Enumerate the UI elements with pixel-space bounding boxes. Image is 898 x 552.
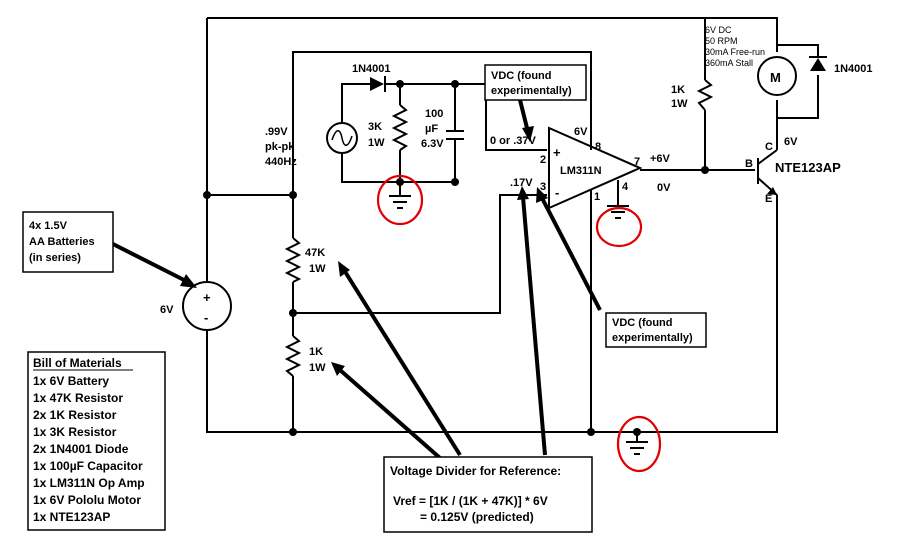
- vdc-note-bottom-line-1: VDC (found: [612, 317, 672, 329]
- vdc-note-top-line-1: VDC (found: [491, 70, 551, 82]
- annotation-arrows: [104, 99, 602, 460]
- voltage-divider-note: Voltage Divider for Reference: Vref = [1…: [383, 456, 593, 533]
- opamp-symbol: [548, 126, 643, 210]
- divider-note-equation: Vref = [1K / (1K + 47K)] * 6V: [393, 494, 548, 508]
- diode-motor-label: 1N4001: [834, 63, 873, 75]
- opamp-plus-sign: +: [553, 145, 561, 160]
- opamp-pin-7: 7: [634, 156, 640, 168]
- vdc-note-top: VDC (found experimentally): [484, 64, 587, 101]
- capacitor-value: 100: [425, 108, 443, 120]
- opamp-pin-3: 3: [540, 181, 546, 193]
- source-label-3: 440Hz: [265, 156, 297, 168]
- diode-motor-symbol: [809, 56, 827, 71]
- resistor-1k-bottom-value: 1K: [309, 346, 323, 358]
- opamp-name: LM311N: [560, 165, 602, 177]
- resistor-47k-symbol: [284, 237, 302, 283]
- resistor-1k-top-value: 1K: [671, 84, 685, 96]
- bom-item: 1x 47K Resistor: [33, 391, 123, 405]
- ac-source-symbol: [326, 122, 358, 154]
- battery-plus-sign: +: [203, 290, 211, 305]
- resistor-47k-wattage: 1W: [309, 263, 326, 275]
- bill-of-materials: Bill of Materials 1x 6V Battery 1x 47K Re…: [27, 351, 166, 531]
- motor-spec-4: 360mA Stall: [705, 58, 753, 68]
- motor-symbol: M: [757, 56, 797, 96]
- transistor-emitter-label: E: [765, 193, 772, 205]
- opamp-pin-4: 4: [622, 181, 629, 193]
- battery-symbol: + -: [182, 281, 232, 331]
- source-label-1: .99V: [265, 126, 288, 138]
- ground-symbol-right: [626, 441, 648, 455]
- resistor-3k-wattage: 1W: [368, 137, 385, 149]
- opamp-supply-label: 6V: [574, 126, 588, 138]
- transistor-symbol: [757, 149, 778, 196]
- opamp-pin-8: 8: [595, 141, 601, 153]
- ground-symbol-opamp: [607, 205, 629, 219]
- battery-note-line-1: 4x 1.5V: [29, 220, 68, 232]
- output-low-label: 0V: [657, 182, 671, 194]
- vin-plus-label: 0 or .37V: [490, 135, 537, 147]
- bom-item: 1x 3K Resistor: [33, 425, 117, 439]
- capacitor-voltage: 6.3V: [421, 138, 444, 150]
- opamp-pin-2: 2: [540, 154, 546, 166]
- ground-highlight-opamp: [595, 206, 643, 248]
- battery-minus-sign: -: [204, 310, 208, 325]
- resistor-1k-top-symbol: [696, 79, 714, 111]
- resistor-1k-top-wattage: 1W: [671, 98, 688, 110]
- output-high-label: +6V: [650, 153, 671, 165]
- motor-spec-2: 50 RPM: [705, 36, 738, 46]
- ground-symbol-left: [389, 195, 411, 209]
- vdc-note-bottom: VDC (found experimentally): [605, 312, 707, 348]
- transistor-base-label: B: [745, 158, 753, 170]
- battery-note: 4x 1.5V AA Batteries (in series): [22, 211, 114, 273]
- battery-voltage-label: 6V: [160, 304, 174, 316]
- ground-highlight-circles: [376, 174, 662, 473]
- resistor-3k-symbol: [391, 104, 409, 151]
- resistor-47k-value: 47K: [305, 247, 325, 259]
- transistor-voltage-label: 6V: [784, 136, 798, 148]
- capacitor-symbol: [446, 130, 464, 140]
- vdc-note-bottom-line-2: experimentally): [612, 332, 693, 344]
- source-label-2: pk-pk: [265, 141, 295, 153]
- opamp-pin-1: 1: [594, 191, 600, 203]
- resistor-1k-bottom-wattage: 1W: [309, 362, 326, 374]
- divider-note-title: Voltage Divider for Reference:: [390, 464, 561, 478]
- motor-letter: M: [770, 70, 781, 85]
- junction-dots: [203, 80, 709, 436]
- battery-note-line-3: (in series): [29, 252, 81, 264]
- bom-list: 1x 6V Battery 1x 47K Resistor 2x 1K Resist…: [33, 374, 145, 524]
- vin-minus-label: .17V: [510, 177, 533, 189]
- ground-highlight-left: [376, 174, 424, 226]
- bom-item: 2x 1K Resistor: [33, 408, 117, 422]
- divider-note-result: = 0.125V (predicted): [420, 510, 534, 524]
- resistor-1k-bottom-symbol: [284, 335, 302, 377]
- transistor-collector-label: C: [765, 141, 773, 153]
- motor-spec-3: 30mA Free-run: [705, 47, 765, 57]
- bom-item: 1x LM311N Op Amp: [33, 476, 145, 490]
- resistor-3k-value: 3K: [368, 121, 382, 133]
- vdc-note-top-line-2: experimentally): [491, 85, 572, 97]
- bom-item: 1x 6V Pololu Motor: [33, 493, 141, 507]
- bom-item: 1x NTE123AP: [33, 510, 110, 524]
- transistor-name: NTE123AP: [775, 160, 841, 175]
- diode-top-symbol: [370, 76, 386, 92]
- bom-item: 1x 100µF Capacitor: [33, 459, 143, 473]
- battery-note-line-2: AA Batteries: [29, 236, 95, 248]
- bom-item: 2x 1N4001 Diode: [33, 442, 129, 456]
- bom-item: 1x 6V Battery: [33, 374, 109, 388]
- bom-title: Bill of Materials: [33, 356, 122, 370]
- capacitor-unit: µF: [425, 123, 438, 135]
- ground-highlight-right: [616, 415, 662, 473]
- diode-top-label: 1N4001: [352, 63, 391, 75]
- opamp-minus-sign: -: [555, 185, 559, 200]
- motor-spec-1: 6V DC: [705, 25, 732, 35]
